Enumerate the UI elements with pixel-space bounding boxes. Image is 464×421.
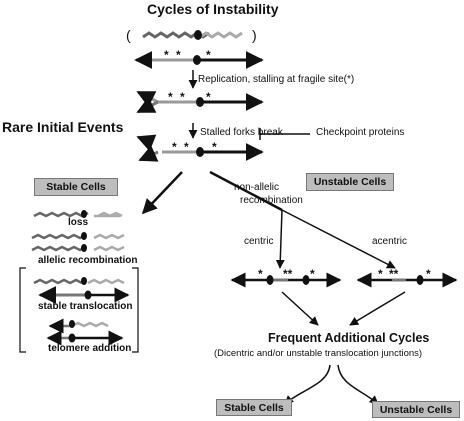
centric-label: centric: [244, 236, 274, 247]
bracket-left: [19, 267, 26, 353]
replication-fork: [136, 90, 264, 114]
arrow-acentric-to-cycles: [349, 291, 406, 326]
broken-fork: [136, 134, 264, 162]
non-allelic-label: non-allelic: [234, 182, 280, 193]
paren-open: (: [126, 27, 131, 43]
bracket-right: [132, 267, 139, 353]
outcome-stable-translocation: stable translocation: [38, 301, 133, 312]
star-fork-3: *: [206, 90, 211, 104]
star-centric-1: *: [258, 267, 263, 281]
recombination-label: recombination: [240, 195, 303, 206]
stable-translocation-chromosome-2: [38, 286, 130, 304]
star-acentric-2: **: [389, 267, 399, 281]
replication-label: Replication, stalling at fragile site(*): [198, 74, 355, 85]
star-break-3: *: [212, 140, 217, 154]
telomere-chromosome-2: [46, 330, 124, 346]
chromosome-line-1: [134, 51, 264, 69]
star-break-2: *: [184, 140, 189, 154]
unstable-cells-box-bottom: Unstable Cells: [372, 401, 460, 418]
arrow-centric-to-cycles: [281, 291, 319, 326]
unstable-cells-box-top: Unstable Cells: [306, 173, 394, 191]
paren-close: ): [252, 27, 257, 43]
star-fork-1: *: [168, 90, 173, 104]
wavy-chromosome-top: [142, 30, 243, 40]
arrow-to-unstable-bottom: [337, 364, 379, 405]
allelic-chromosome-2: [31, 244, 125, 252]
loss-chromosome: [33, 210, 123, 218]
star-fragile-3: *: [206, 48, 211, 62]
stable-cells-box-top: Stable Cells: [34, 178, 118, 196]
frequent-cycles-title: Frequent Additional Cycles: [268, 331, 430, 345]
stable-cells-box-bottom: Stable Cells: [216, 399, 292, 416]
arrow-centric: [275, 209, 285, 269]
centromere: [194, 30, 202, 40]
arrow-to-stable: [141, 171, 183, 215]
telomere-chromosome-1: [48, 318, 109, 334]
star-fragile-1: *: [164, 48, 169, 62]
acentric-chromosome: [356, 272, 458, 288]
outcome-allelic-recombination: allelic recombination: [38, 255, 138, 266]
outcome-telomere-addition: telomere addition: [48, 343, 132, 354]
star-centric-2: **: [283, 267, 293, 281]
diagram-title: Cycles of Instability: [147, 1, 279, 17]
frequent-cycles-subtitle: (Dicentric and/or unstable translocation…: [214, 348, 423, 359]
stalled-break-label: Stalled forks break: [200, 127, 283, 138]
star-centric-3: *: [310, 267, 315, 281]
allelic-chromosome-1: [31, 232, 125, 240]
rare-initial-events-heading: Rare Initial Events: [2, 119, 124, 135]
star-fragile-2: *: [176, 48, 181, 62]
star-acentric-3: *: [426, 267, 431, 281]
checkpoint-label: Checkpoint proteins: [316, 127, 405, 138]
arrow-to-unstable: [209, 170, 283, 212]
star-acentric-1: *: [378, 267, 383, 281]
arrow-acentric: [281, 209, 396, 269]
outcome-loss: loss: [68, 217, 89, 228]
star-break-1: *: [172, 140, 177, 154]
stable-translocation-chromosome-1: [33, 277, 125, 285]
acentric-label: acentric: [372, 236, 408, 247]
star-fork-2: *: [180, 90, 185, 104]
centric-chromosome: [230, 272, 342, 288]
